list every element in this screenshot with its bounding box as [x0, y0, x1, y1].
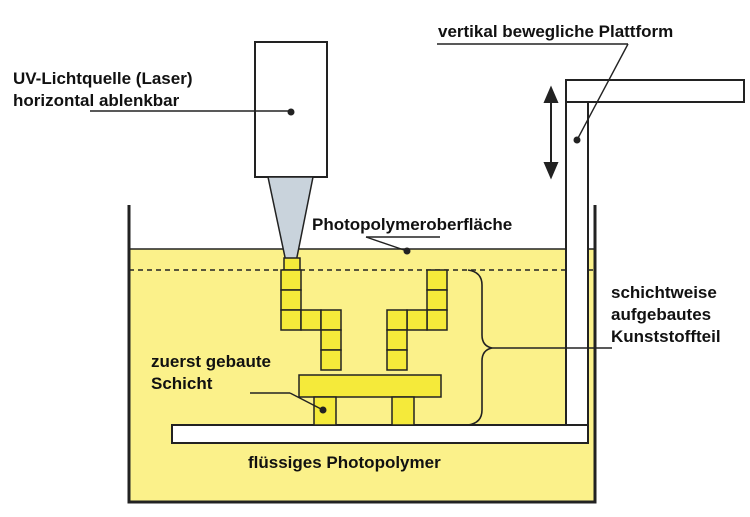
vertical-movement-arrow-icon	[543, 85, 559, 180]
platform-marker-dot	[573, 136, 581, 144]
part-label-line1: schichtweise	[611, 283, 717, 302]
liquid-label: flüssiges Photopolymer	[248, 453, 441, 472]
leader-lines	[90, 43, 629, 411]
laser-focus-block	[283, 257, 301, 271]
part-label-line3: Kunststoffteil	[611, 327, 721, 346]
first-layer-marker-dot	[319, 406, 327, 414]
first-layer-label-line1: zuerst gebaute	[151, 352, 271, 371]
platform-rod	[565, 99, 589, 426]
surface-label: Photopolymeroberfläche	[312, 215, 513, 234]
platform-label: vertikal bewegliche Plattform	[438, 22, 674, 41]
surface-marker-dot	[403, 247, 411, 255]
vat	[127, 205, 597, 504]
uv-source-label-line2: horizontal ablenkbar	[13, 91, 180, 110]
laser-marker-dot	[287, 108, 295, 116]
built-part	[280, 269, 448, 426]
uv-source-label-line1: UV-Lichtquelle (Laser)	[13, 69, 193, 88]
first-layer-label-line2: Schicht	[151, 374, 213, 393]
part-label-line2: aufgebautes	[611, 305, 712, 324]
build-platform	[171, 424, 589, 444]
platform-arm	[565, 79, 745, 103]
